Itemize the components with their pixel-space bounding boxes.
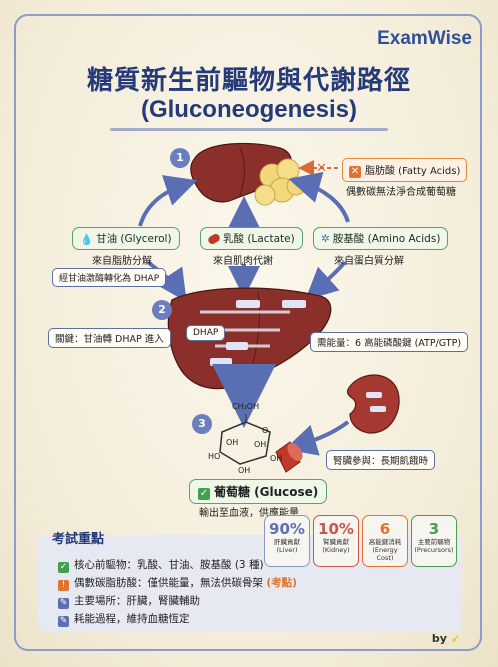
summary-line-1-text: 核心前驅物：乳酸、甘油、胺基酸 (3 種) [74,559,264,571]
summary-title: 考試重點 [52,532,105,547]
arrow-amino-down [305,260,347,301]
droplet-icon: 💧 [80,233,94,246]
amino-acids-pill: ✲胺基酸 (Amino Acids) [313,227,449,250]
kidney-illustration [346,374,400,434]
footer-credit: by ➶ [432,632,460,645]
blood-vessel-illustration [275,441,303,473]
title-underline [110,128,388,131]
summary-line-3: ✎ 主要場所：肝臟，腎臟輔助 [58,593,200,609]
amino-acids-caption: 來自蛋白質分解 [334,256,404,267]
summary-highlight: (考點) [266,577,297,589]
stat-liver-value: 90% [269,520,305,538]
pen-icon: ✎ [58,598,69,609]
stat-kidney-value: 10% [318,520,354,538]
energy-note: 需能量：6 高能磷酸鍵 (ATP/GTP) [310,332,469,352]
amino-acids-label: 胺基酸 (Amino Acids) [332,233,441,245]
glucose-oh-3: OH [270,454,283,463]
glycerol-kinase-note: 經甘油激酶轉化為 DHAP [52,268,167,287]
stat-precursors-label: 主要前驅物 [417,538,451,546]
glucose-ring-o: O [262,426,269,435]
molecule-icon: ✲ [321,233,330,245]
summary-line-2: ! 偶數碳脂肪酸：僅供能量，無法供碳骨架 (考點) [58,575,297,591]
lactate-caption: 來自肌肉代謝 [213,256,273,267]
summary-line-3-text: 主要場所：肝臟，腎臟輔助 [74,595,200,607]
glucose-label: 葡萄糖 (Glucose) [214,485,319,499]
fatty-acids-note: 偶數碳無法淨合成葡萄糖 [346,187,456,198]
check-icon: ✓ [198,488,210,500]
footer-by: by [431,632,447,645]
lactate-label: 乳酸 (Lactate) [223,233,295,245]
lactate-pill: 乳酸 (Lactate) [200,227,303,250]
muscle-icon [206,232,222,246]
step-badge-2: 2 [152,300,172,320]
glycerol-pill: 💧甘油 (Glycerol) [72,227,180,250]
glucose-pill: ✓ 葡萄糖 (Glucose) [189,479,328,504]
arrow-glycerol-up [138,175,198,227]
stat-precursors: 3 主要前驅物 (Precursors) [411,515,457,567]
warning-icon: ! [58,580,69,591]
summary-line-4-text: 耗能過程，維持血糖恆定 [74,613,190,625]
stat-liver-sub: (Liver) [276,546,298,554]
arrow-kidney-to-blood [284,420,350,456]
stat-liver: 90% 肝臟貢獻 (Liver) [264,515,310,567]
glucose-oh-2: OH [254,440,267,449]
stat-precursors-sub: (Precursors) [414,546,454,554]
summary-line-4: ✎ 耗能過程，維持血糖恆定 [58,611,190,627]
brand-logo: ExamWise [377,28,472,49]
step-badge-1: 1 [170,148,190,168]
stat-liver-label: 肝臟貢獻 [274,538,300,546]
kidney-note: 腎臟參與：長期飢餓時 [326,450,436,470]
stat-energy-label: 高能鍵消耗 [368,538,402,546]
glucose-oh-4: OH [238,466,251,475]
stat-energy: 6 高能鍵消耗 (Energy Cost) [362,515,408,567]
stat-kidney-label: 腎臟貢獻 [323,538,349,546]
glucose-structure-illustration [219,414,271,465]
glucose-caption: 輸出至血液，供應能量 [199,508,299,519]
glycerol-label: 甘油 (Glycerol) [96,233,172,245]
pen-icon: ✎ [58,616,69,627]
glucose-ho: HO [208,452,221,461]
dhap-label: DHAP [186,325,226,341]
check-icon: ✓ [58,562,69,573]
stat-kidney-sub: (Kidney) [322,546,350,554]
fatty-acids-label: 脂肪酸 (Fatty Acids) [365,166,461,177]
glucose-ch2oh: CH₂OH [232,402,260,411]
glucose-oh-1: OH [226,438,239,447]
step-badge-3: 3 [192,414,212,434]
page-title: 糖質新生前驅物與代謝路徑 [86,66,411,96]
glycerol-caption: 來自脂肪分解 [92,256,152,267]
x-mark-icon: ✕ [349,166,361,178]
key-note: 關鍵：甘油轉 DHAP 進入 [48,328,171,348]
summary-line-1: ✓ 核心前驅物：乳酸、甘油、胺基酸 (3 種) [58,557,264,573]
page-subtitle: (Gluconeogenesis) [140,96,358,123]
summary-line-2-text: 偶數碳脂肪酸：僅供能量，無法供碳骨架 [74,577,263,589]
stat-kidney: 10% 腎臟貢獻 (Kidney) [313,515,359,567]
arrow-amino-up [288,171,350,223]
stat-energy-value: 6 [379,520,391,538]
leaf-icon: ➶ [450,632,460,645]
stat-energy-sub: (Energy Cost) [372,546,398,562]
stat-precursors-value: 3 [428,520,440,538]
fatty-acids-box: ✕ 脂肪酸 (Fatty Acids) [342,158,468,182]
page-frame [14,14,482,651]
blocked-x-icon: ✕ [316,161,327,176]
